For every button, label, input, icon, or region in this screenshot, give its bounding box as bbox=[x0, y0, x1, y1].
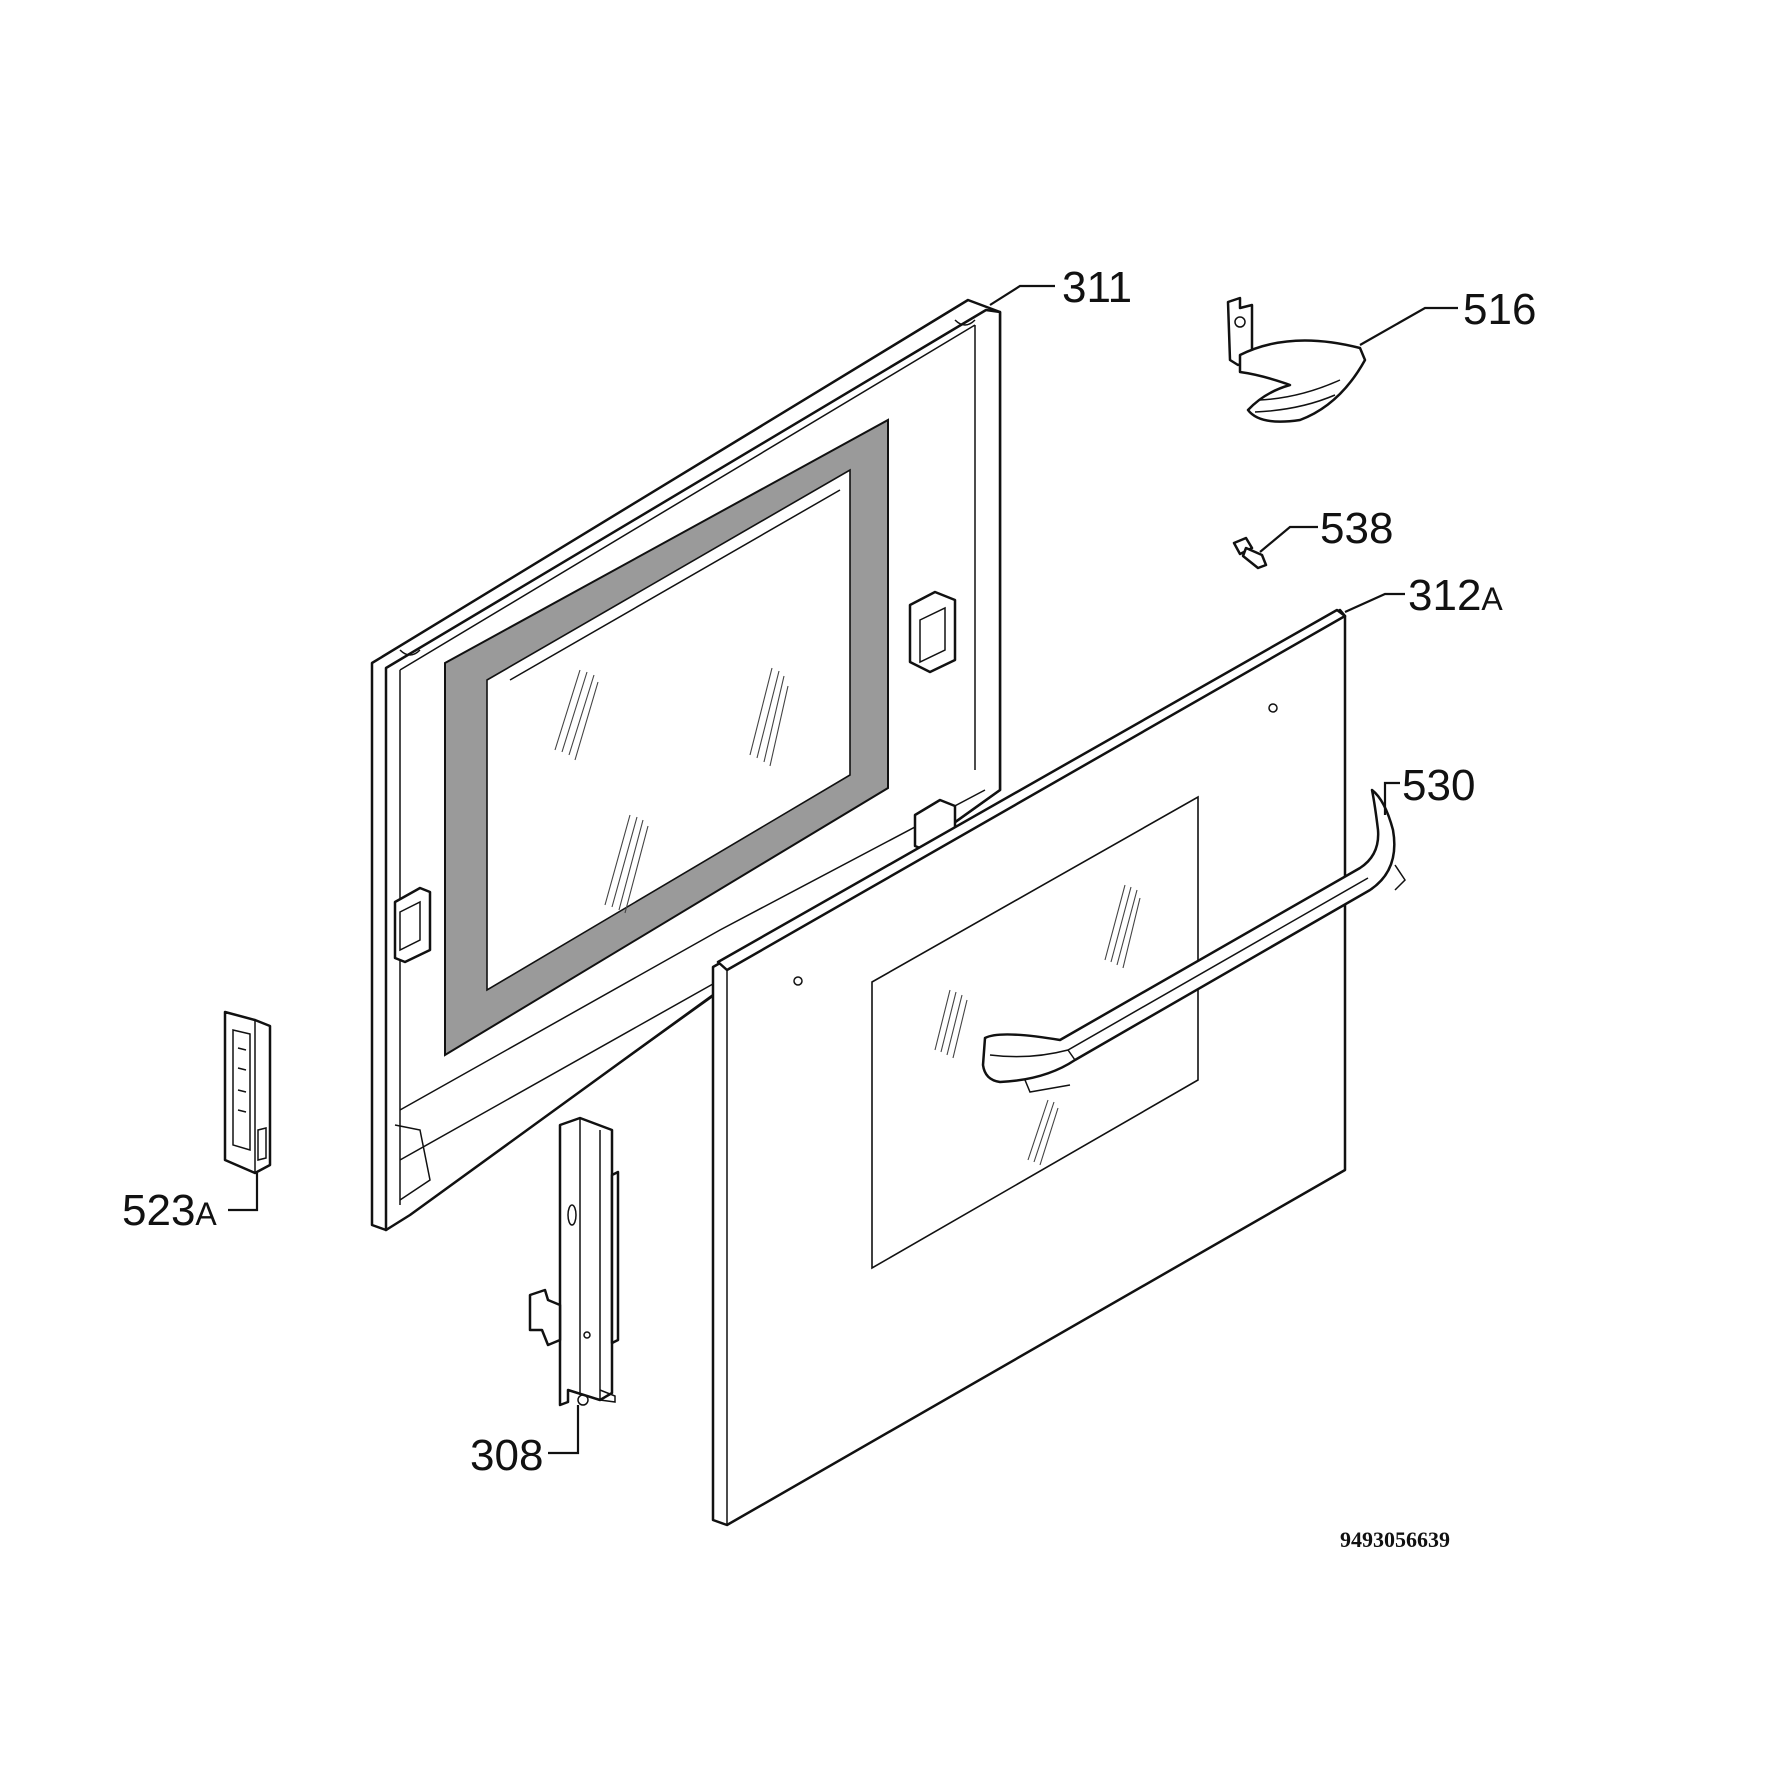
callout-labels: 311 516 538 312A 530 523A 308 bbox=[122, 263, 1536, 1480]
leader-538 bbox=[1259, 525, 1318, 553]
leader-308 bbox=[548, 1405, 580, 1455]
callout-516: 516 bbox=[1463, 285, 1536, 334]
callout-308: 308 bbox=[470, 1431, 543, 1480]
callout-523a-number: 523 bbox=[122, 1186, 195, 1235]
leader-312a bbox=[1344, 592, 1405, 614]
leader-523a bbox=[228, 1173, 259, 1212]
part-308-door-hinge bbox=[528, 1116, 620, 1407]
callout-523a-suffix: A bbox=[195, 1196, 217, 1232]
part-516-door-catch bbox=[1226, 296, 1367, 423]
leader-311 bbox=[989, 284, 1055, 306]
callout-312a-suffix: A bbox=[1481, 581, 1503, 617]
callout-530: 530 bbox=[1402, 761, 1475, 810]
part-311-inner-door-frame bbox=[370, 298, 1002, 1232]
part-530-door-handle bbox=[981, 788, 1406, 1093]
callout-538: 538 bbox=[1320, 504, 1393, 553]
part-538-screw bbox=[1232, 536, 1268, 570]
callout-312a: 312A bbox=[1408, 571, 1503, 620]
drawing-number: 9493056639 bbox=[1340, 1527, 1450, 1552]
callout-523a: 523A bbox=[122, 1186, 217, 1235]
part-523a-hinge-receiver bbox=[223, 1010, 272, 1175]
leader-516 bbox=[1359, 306, 1458, 346]
callout-312a-number: 312 bbox=[1408, 571, 1481, 620]
leader-lines bbox=[228, 284, 1458, 1455]
callout-311: 311 bbox=[1062, 263, 1132, 312]
leader-530 bbox=[1383, 781, 1400, 815]
